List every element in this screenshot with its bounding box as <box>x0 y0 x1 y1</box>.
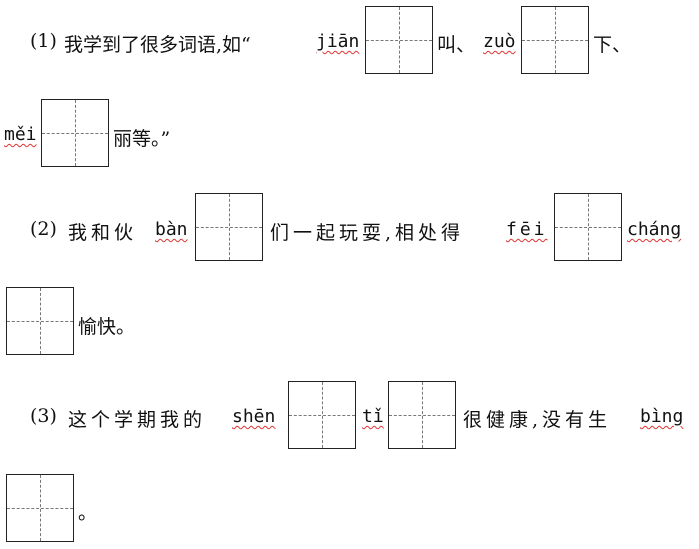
q1-pinyin-jian: jiān <box>316 31 360 52</box>
q3-text-after-3: 。 <box>78 502 98 524</box>
q1-answer-box-1[interactable] <box>365 6 433 74</box>
q3-answer-box-1[interactable] <box>288 381 356 449</box>
q3-pinyin-shen: shēn <box>232 406 276 427</box>
q1-pinyin-zuo: zuò <box>483 31 516 52</box>
q3-text-after-2: 很健康,没有生 <box>463 409 612 431</box>
q2-answer-box-2[interactable] <box>554 193 622 261</box>
q2-pinyin-fei: fēi <box>506 219 548 240</box>
q2-pinyin-chang: cháng <box>627 219 682 240</box>
q1-text-after-2: 下、 <box>593 34 632 56</box>
q3-pinyin-ti: tǐ <box>362 406 384 427</box>
q1-answer-box-2[interactable] <box>521 6 589 74</box>
q3-answer-box-2[interactable] <box>388 381 456 449</box>
q2-answer-box-3[interactable] <box>6 287 74 355</box>
q1-answer-box-3[interactable] <box>41 99 109 167</box>
q1-number: (1) <box>30 30 57 52</box>
q3-number: (3) <box>30 405 57 427</box>
q1-pinyin-mei: měi <box>4 124 37 145</box>
q2-text-after-1: 们一起玩耍,相处得 <box>270 222 465 244</box>
q2-text-after-3: 愉快。 <box>78 316 136 338</box>
q3-answer-box-3[interactable] <box>6 474 74 542</box>
q2-number: (2) <box>30 218 57 240</box>
q2-lead-text: 我和伙 <box>68 222 138 244</box>
q3-pinyin-bing: bìng <box>640 406 684 427</box>
q3-lead-text: 这个学期我的 <box>68 409 207 431</box>
q1-text-after-1: 叫、 <box>437 34 476 56</box>
q2-answer-box-1[interactable] <box>195 193 263 261</box>
q1-lead-text: 我学到了很多词语,如“ <box>64 34 251 56</box>
q2-pinyin-ban: bàn <box>155 219 188 240</box>
q1-text-after-3: 丽等。” <box>113 128 171 150</box>
